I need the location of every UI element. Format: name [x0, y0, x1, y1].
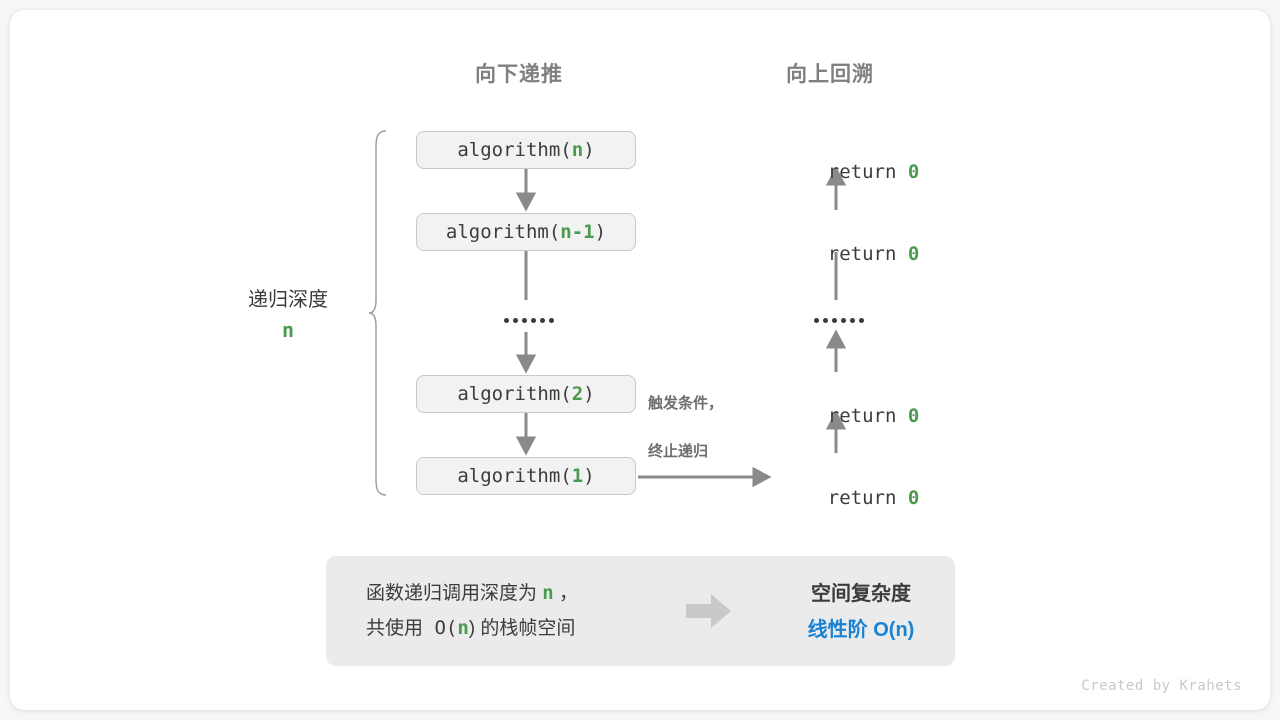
complexity-title: 空间复杂度: [811, 583, 911, 605]
call-suffix: ): [583, 383, 595, 405]
return-keyword: return: [827, 405, 908, 427]
summary-result: 空间复杂度 线性阶 O(n): [766, 576, 956, 648]
call-frame-box[interactable]: algorithm(1): [416, 457, 636, 495]
return-statement: return 0: [782, 383, 920, 449]
return-statement: return 0: [782, 139, 920, 205]
call-prefix: algorithm(: [445, 221, 561, 243]
summary-panel: 函数递归调用深度为 n ，共使用 O(n) 的栈帧空间 空间复杂度 线性阶 O(…: [326, 556, 955, 666]
call-argument: n-1: [560, 221, 595, 243]
call-prefix: algorithm(: [457, 465, 572, 487]
call-frame-box[interactable]: algorithm(2): [416, 375, 636, 413]
summary-line2-n: n: [457, 617, 469, 639]
return-value: 0: [907, 405, 920, 427]
call-prefix: algorithm(: [457, 383, 572, 405]
column-title-upward: 向上回溯: [786, 63, 874, 86]
recursion-depth-value: n: [281, 318, 295, 342]
call-frame-box[interactable]: algorithm(n-1): [416, 213, 636, 251]
summary-line2-a: 共使用 O(: [366, 617, 458, 639]
call-argument: 2: [571, 383, 584, 405]
call-suffix: ): [583, 139, 595, 161]
recursion-depth-label: 递归深度: [248, 289, 328, 311]
complexity-value: 线性阶 O(n): [807, 619, 915, 641]
return-keyword: return: [827, 161, 908, 183]
call-ellipsis: [504, 318, 554, 323]
summary-line1-b: ，: [553, 583, 579, 604]
credit-text: Created by Krahets: [1081, 678, 1242, 694]
call-suffix: ): [583, 465, 595, 487]
call-frame-box[interactable]: algorithm(n): [416, 131, 636, 169]
termination-note-line-1: 触发条件，: [648, 395, 724, 412]
return-value: 0: [907, 243, 920, 265]
summary-line2-b: ) 的栈帧空间: [468, 618, 576, 639]
call-prefix: algorithm(: [457, 139, 572, 161]
call-argument: n: [571, 139, 584, 161]
right-block-arrow-icon: [686, 594, 731, 628]
return-ellipsis: [814, 318, 864, 323]
return-value: 0: [907, 487, 920, 509]
summary-line1-a: 函数递归调用深度为: [366, 583, 543, 604]
return-value: 0: [907, 161, 920, 183]
return-statement: return 0: [782, 221, 920, 287]
return-keyword: return: [827, 243, 908, 265]
return-keyword: return: [827, 487, 908, 509]
column-title-downward: 向下递推: [475, 63, 563, 86]
call-suffix: ): [594, 221, 607, 243]
summary-line1-n: n: [542, 582, 554, 604]
termination-note-line-2: 终止递归: [648, 443, 709, 460]
summary-description: 函数递归调用深度为 n ，共使用 O(n) 的栈帧空间: [366, 576, 578, 681]
call-argument: 1: [571, 465, 584, 487]
return-statement: return 0: [782, 465, 920, 531]
